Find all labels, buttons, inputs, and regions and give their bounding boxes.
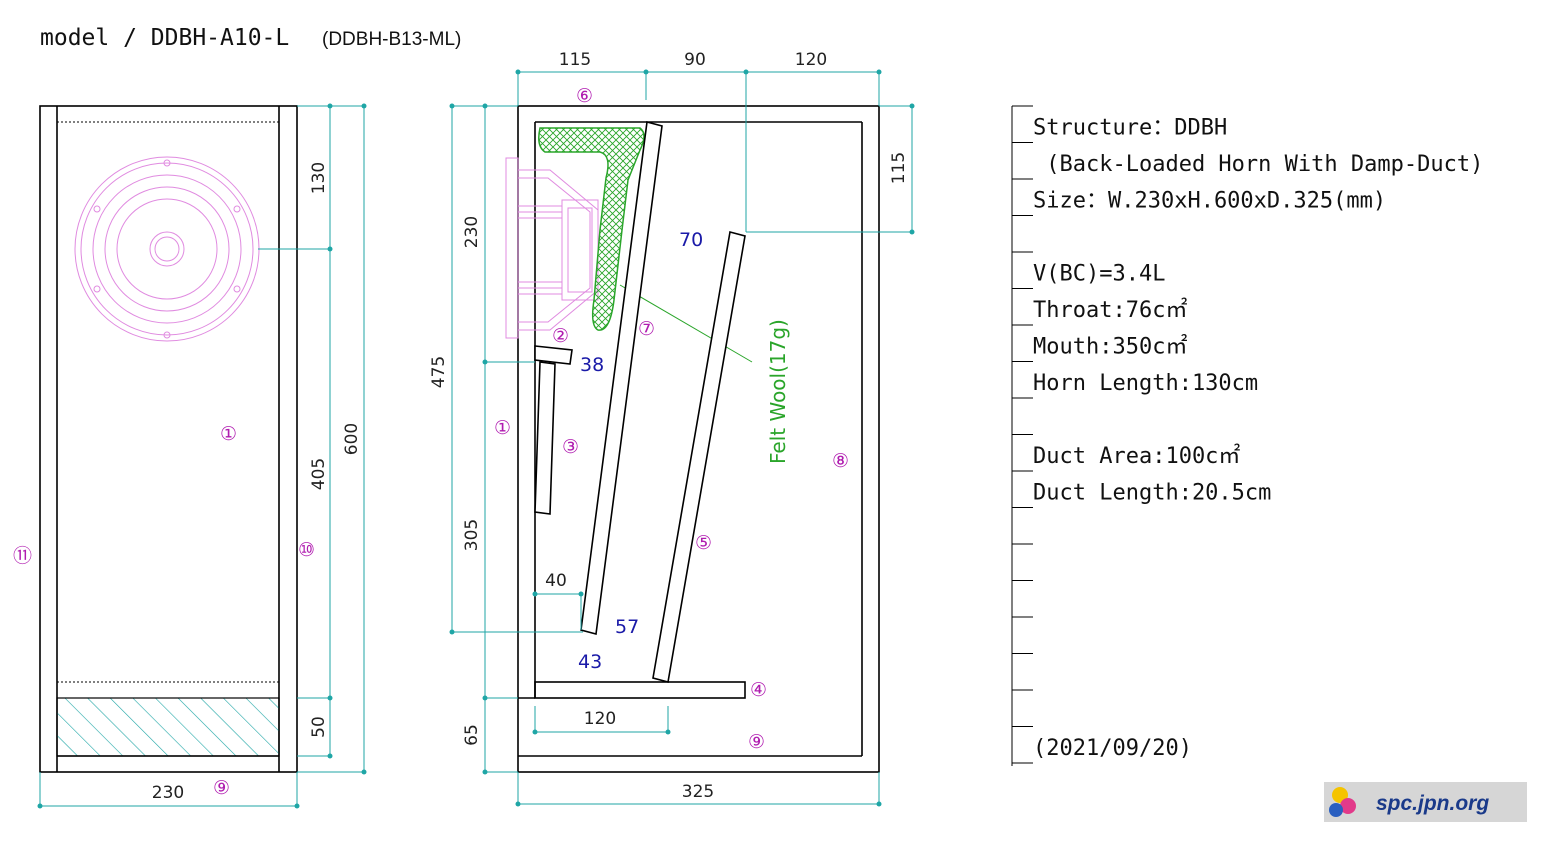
front-outline xyxy=(39,105,298,773)
side-panel-9-label: ⑨ xyxy=(748,731,765,753)
value-43: 43 xyxy=(578,651,602,673)
side-panel-4-label: ④ xyxy=(750,679,767,701)
side-dim-230: 230 xyxy=(462,216,482,248)
spec-line: Mouth:350c㎡ xyxy=(1033,334,1187,360)
side-dim-305: 305 xyxy=(462,519,482,551)
spec-line: Duct Area:100c㎡ xyxy=(1033,443,1240,469)
front-dim-405: 405 xyxy=(309,458,329,490)
side-dim-120-top: 120 xyxy=(795,50,827,70)
side-dim-65: 65 xyxy=(462,724,482,746)
side-panel-1-label: ① xyxy=(494,417,511,439)
spec-line: Duct Length:20.5cm xyxy=(1033,481,1271,506)
driver-front-icon xyxy=(74,156,260,342)
side-dim-475: 475 xyxy=(429,356,449,388)
front-dim-600: 600 xyxy=(342,423,362,455)
driver-side-icon xyxy=(505,157,599,339)
logo-text: spc.jpn.org xyxy=(1376,792,1489,815)
value-38: 38 xyxy=(580,354,604,376)
panel-7-slant xyxy=(580,120,663,636)
side-outline xyxy=(517,105,880,773)
spec-panel: Structure：DDBH (Back-Loaded Horn With Da… xyxy=(1011,105,1483,766)
front-panel-1-label: ① xyxy=(220,423,237,445)
spec-line: (Back-Loaded Horn With Damp-Duct) xyxy=(1033,152,1483,177)
spec-line: (2021/09/20) xyxy=(1033,736,1192,761)
drawing-subtitle: (DDBH-B13-ML) xyxy=(322,29,461,50)
panel-4-shelf xyxy=(534,681,746,699)
front-panel-9-label: ⑨ xyxy=(213,777,230,799)
front-panel-11-label: ⑪ xyxy=(13,545,32,567)
front-dim-50: 50 xyxy=(309,716,329,738)
front-view: ① ⑨ ⑩ ⑪ 130 405 50 600 230 xyxy=(13,103,367,809)
side-dim-90: 90 xyxy=(684,50,706,70)
front-dim-230: 230 xyxy=(152,783,184,803)
panel-3-slant xyxy=(534,361,556,515)
spec-line: Horn Length:130cm xyxy=(1033,371,1258,396)
panel-2-block xyxy=(534,345,573,365)
front-panel-10-label: ⑩ xyxy=(298,539,315,561)
front-dim-130: 130 xyxy=(309,162,329,194)
side-panel-3-label: ③ xyxy=(562,436,579,458)
site-logo: spc.jpn.org xyxy=(1324,782,1527,822)
felt-wool-label: Felt Wool(17g) xyxy=(766,319,790,464)
panel-5-slant xyxy=(652,231,746,683)
drawing-title: model / DDBH-A10-L xyxy=(40,25,289,51)
side-dim-115-right: 115 xyxy=(889,152,909,184)
side-dim-120-inner: 120 xyxy=(584,709,616,729)
side-dim-40: 40 xyxy=(545,571,567,591)
felt-wool-area xyxy=(538,127,645,331)
value-57: 57 xyxy=(615,616,639,638)
spec-line: Throat:76c㎡ xyxy=(1033,297,1187,323)
side-panel-7-label: ⑦ xyxy=(638,318,655,340)
side-panel-2-label: ② xyxy=(552,325,569,347)
spec-line: Size：W.230xH.600xD.325(mm) xyxy=(1033,189,1386,214)
side-panel-6-label: ⑥ xyxy=(576,85,593,107)
front-base-hatch xyxy=(56,697,280,757)
side-panel-8-label: ⑧ xyxy=(832,450,849,472)
value-70: 70 xyxy=(679,229,703,251)
side-view: 115 90 120 115 230 475 305 65 40 xyxy=(429,50,915,807)
side-panel-5-label: ⑤ xyxy=(695,532,712,554)
spec-line: V(BC)=3.4L xyxy=(1033,262,1165,287)
spec-line: Structure：DDBH xyxy=(1033,116,1227,141)
felt-wool-leader xyxy=(619,284,753,363)
side-dim-325: 325 xyxy=(682,782,714,802)
side-dim-115-top: 115 xyxy=(559,50,591,70)
